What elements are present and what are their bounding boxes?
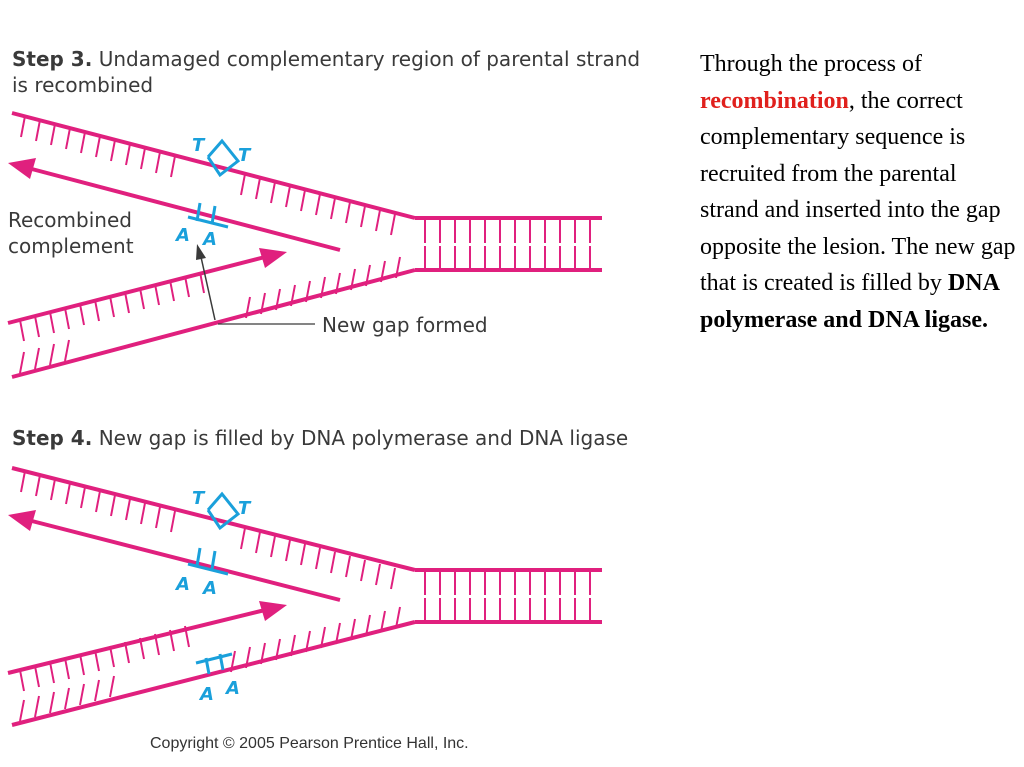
recombined-complement-strand bbox=[27, 166, 341, 252]
step4-base-t2: T bbox=[238, 498, 252, 519]
explanation-bold: DNA polymerase and DNA ligase. bbox=[700, 270, 999, 333]
upper-new-strand bbox=[27, 518, 341, 602]
upper-parental-rungs bbox=[20, 470, 396, 590]
lower-strand-rungs bbox=[19, 256, 401, 374]
recombined-a-bases bbox=[187, 202, 229, 229]
explanation-part1: Through the process of bbox=[700, 51, 922, 77]
step3-base-a2: A bbox=[201, 229, 217, 250]
step3-strands bbox=[7, 111, 602, 379]
step3-prefix: Step 3. bbox=[12, 47, 93, 71]
lower-parental-backbone bbox=[11, 268, 416, 379]
step4-base-a4: A bbox=[224, 678, 240, 699]
lower-parental-backbone bbox=[11, 620, 416, 727]
recombined-complement-arrowhead bbox=[8, 158, 36, 179]
lower-new-strand-arrowhead bbox=[259, 248, 287, 268]
step3-base-t2: T bbox=[238, 145, 252, 166]
upper-a-bases bbox=[187, 547, 229, 576]
lower-new-strand bbox=[7, 608, 266, 675]
step4-base-a1: A bbox=[174, 574, 190, 595]
step4-diagram: T T A A A A bbox=[7, 466, 602, 727]
step3-base-t1: T bbox=[192, 135, 206, 156]
lower-new-strand bbox=[7, 255, 266, 325]
label-recombined: Recombined bbox=[8, 208, 132, 232]
thymine-dimer-lesion bbox=[206, 491, 241, 531]
step4-base-a3: A bbox=[198, 684, 214, 705]
filled-gap-a-bases bbox=[195, 652, 233, 675]
explanation-text: Through the process of recombination, th… bbox=[700, 46, 1018, 338]
explanation-part2: , the correct complementary sequence is … bbox=[700, 87, 1016, 297]
lower-new-strand-arrowhead bbox=[259, 601, 287, 621]
label-complement: complement bbox=[8, 234, 134, 258]
step4-prefix: Step 4. bbox=[12, 426, 93, 450]
step3-base-a1: A bbox=[174, 225, 190, 246]
label-new-gap: New gap formed bbox=[322, 313, 488, 337]
copyright-notice: Copyright © 2005 Pearson Prentice Hall, … bbox=[150, 735, 469, 752]
upper-parental-rungs bbox=[20, 115, 396, 236]
step3-diagram: T T A A Recombined complement New gap fo… bbox=[7, 111, 602, 379]
duplex-rungs bbox=[424, 218, 591, 270]
step4-description: New gap is filled by DNA polymerase and … bbox=[98, 426, 629, 450]
step4-base-t1: T bbox=[192, 488, 206, 509]
thymine-dimer-lesion bbox=[206, 138, 241, 178]
explanation-emphasis: recombination bbox=[700, 87, 849, 114]
step3-description: Undamaged complementary region of parent… bbox=[12, 47, 641, 97]
lower-strand-rungs bbox=[19, 606, 401, 722]
pointer-arrow bbox=[196, 244, 315, 325]
upper-new-strand-arrowhead bbox=[8, 510, 36, 531]
duplex-rungs bbox=[424, 570, 591, 622]
step3-title: Step 3. Undamaged complementary region o… bbox=[12, 46, 652, 98]
step4-base-a2: A bbox=[201, 578, 217, 599]
step4-strands bbox=[7, 466, 602, 727]
step4-title: Step 4. New gap is filled by DNA polymer… bbox=[12, 425, 702, 451]
